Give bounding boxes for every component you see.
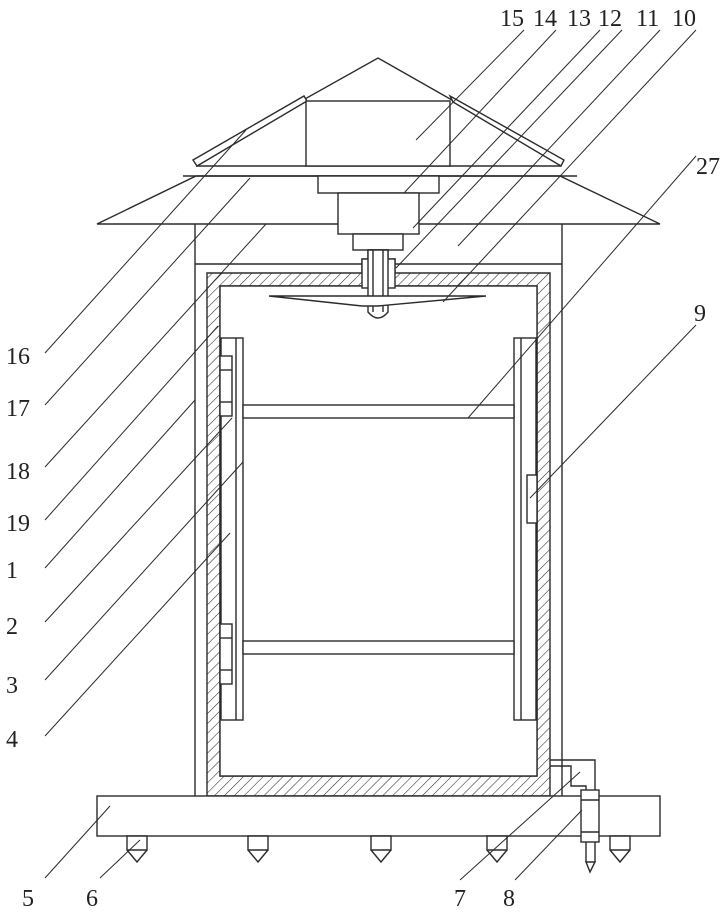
housing — [195, 224, 562, 796]
lower-shelf — [243, 641, 514, 654]
motor-mount — [318, 176, 439, 193]
label-9: 9 — [694, 301, 706, 327]
label-10: 10 — [672, 6, 696, 32]
motor-neck — [353, 234, 403, 250]
label-6: 6 — [86, 886, 98, 912]
inner-chamber — [220, 286, 537, 776]
label-18: 18 — [6, 459, 30, 485]
label-5: 5 — [22, 886, 34, 912]
right-slider — [527, 475, 537, 523]
label-8: 8 — [503, 886, 515, 912]
right-panel — [450, 96, 564, 166]
label-2: 2 — [6, 614, 18, 640]
label-15: 15 — [500, 6, 524, 32]
base-plate — [97, 796, 660, 836]
left-slider-lower — [220, 624, 232, 684]
label-16: 16 — [6, 344, 30, 370]
left-slider-upper — [220, 356, 232, 416]
label-17: 17 — [6, 396, 30, 422]
left-panel — [193, 96, 307, 166]
label-1: 1 — [6, 558, 18, 584]
label-4: 4 — [6, 727, 18, 753]
label-27: 27 — [696, 154, 720, 180]
right-rail — [514, 338, 536, 720]
label-7: 7 — [454, 886, 466, 912]
label-12: 12 — [598, 6, 622, 32]
motor — [338, 193, 419, 234]
label-11: 11 — [636, 6, 659, 32]
label-3: 3 — [6, 673, 18, 699]
feet — [127, 836, 630, 862]
label-14: 14 — [533, 6, 557, 32]
label-19: 19 — [6, 511, 30, 537]
roof-box — [306, 101, 450, 166]
label-13: 13 — [567, 6, 591, 32]
